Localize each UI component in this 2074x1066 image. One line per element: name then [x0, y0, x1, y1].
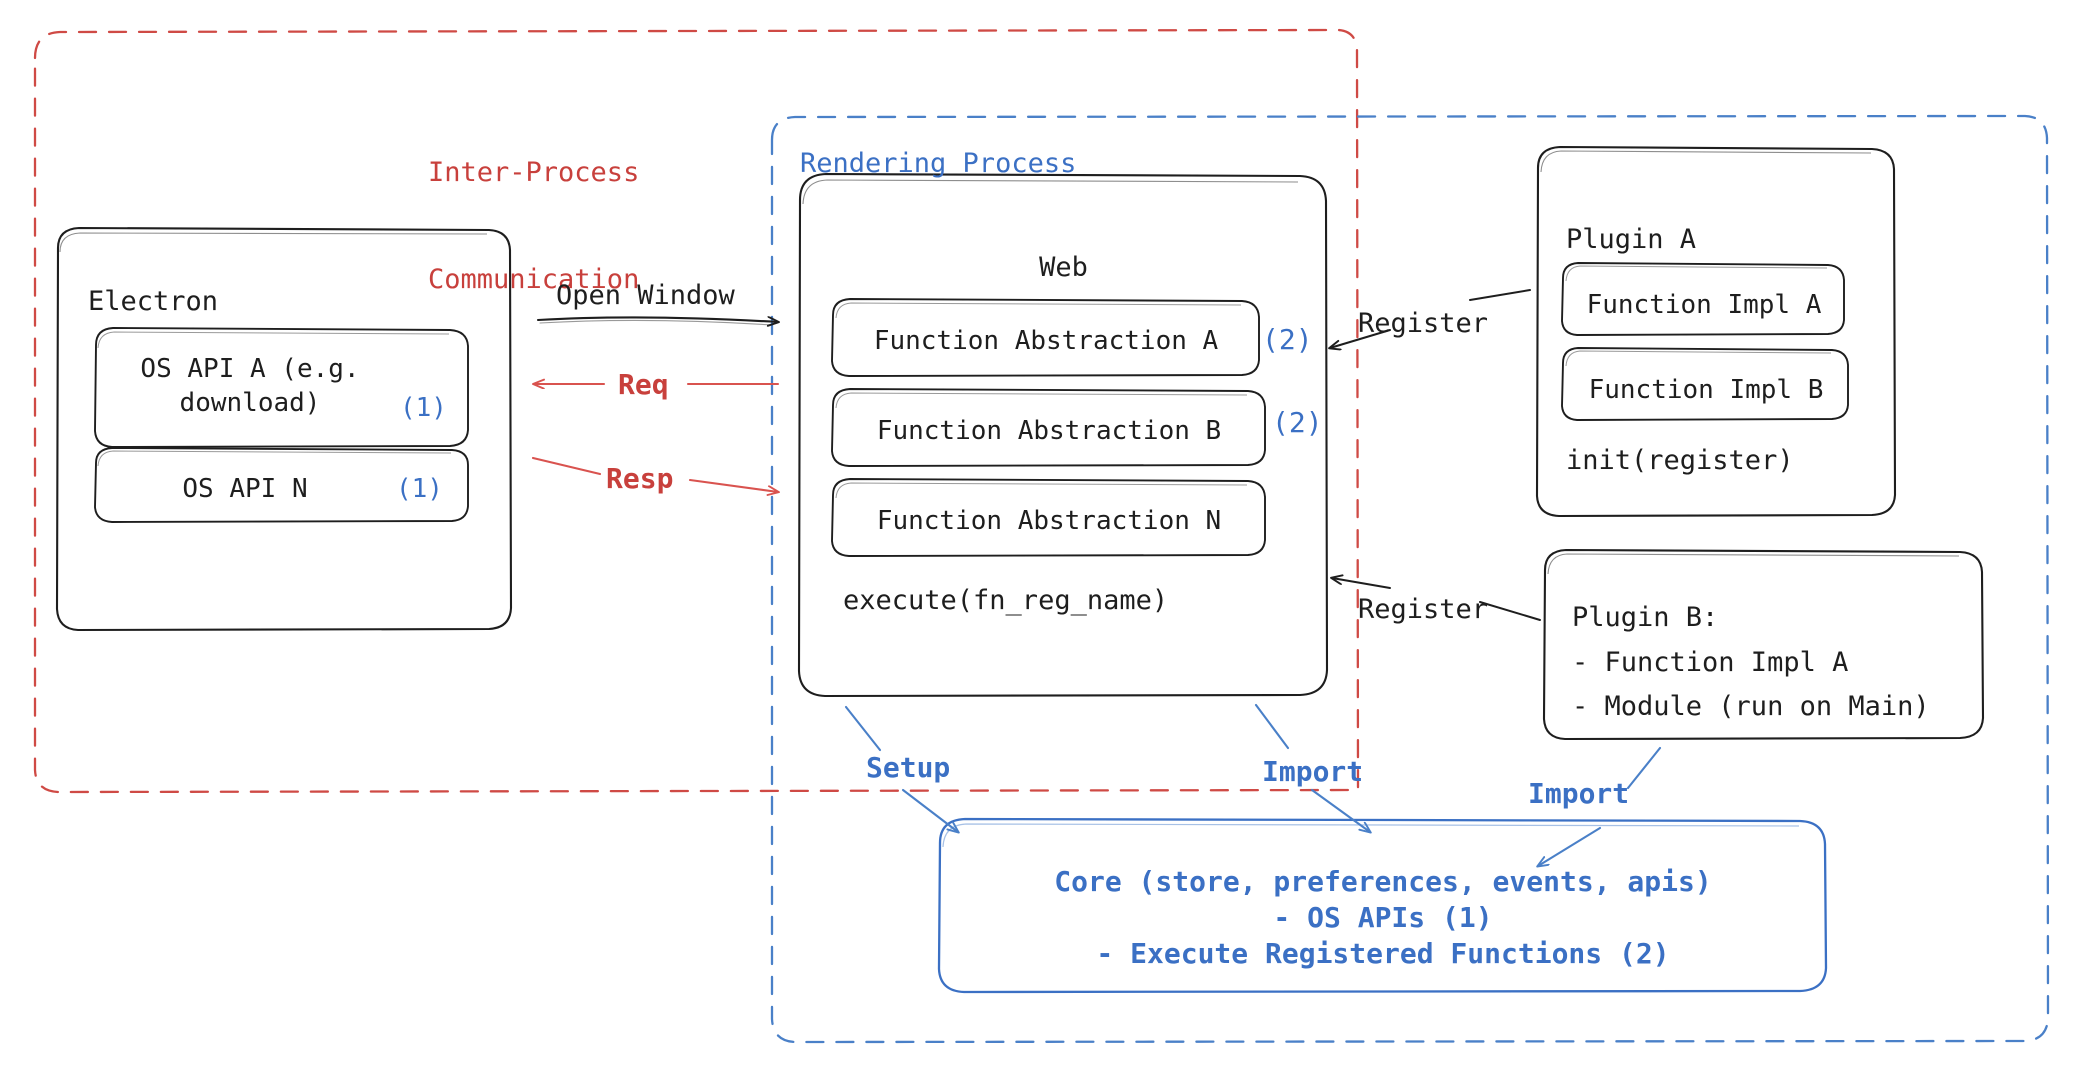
os-api-a-box-outline — [94, 327, 469, 448]
web-box-outline — [797, 172, 1329, 698]
plugin-a-init-footer: init(register) — [1566, 445, 1794, 476]
os-api-n-marker: (1) — [396, 474, 443, 504]
plugin-b-box-outline — [1542, 548, 1985, 741]
plugin-b-line-2: - Module (run on Main) — [1572, 691, 1930, 722]
os-api-n-box-outline — [94, 447, 469, 523]
function-abstraction-b-marker: (2) — [1272, 406, 1323, 439]
import-web-arrow — [1254, 703, 1370, 832]
function-impl-a-box-outline — [1561, 262, 1845, 336]
import-plugin-b-arrow — [1538, 746, 1662, 866]
electron-box-outline — [55, 226, 513, 632]
register-plugin-b-arrow — [1332, 578, 1541, 621]
plugin-b-line-1: - Function Impl A — [1572, 647, 1849, 678]
req-arrow-label: Req — [618, 368, 669, 401]
os-api-a-marker: (1) — [400, 393, 447, 423]
os-api-a-label: OS API A (e.g. download) — [140, 354, 360, 419]
open-window-arrow — [536, 317, 778, 325]
web-title: Web — [1039, 252, 1088, 283]
core-line-3: - Execute Registered Functions (2) — [1096, 937, 1670, 970]
function-abstraction-b-label: Function Abstraction B — [876, 416, 1222, 446]
function-impl-a-label: Function Impl A — [1586, 290, 1822, 320]
function-abstraction-a-box-outline — [831, 298, 1260, 377]
plugin-a-title: Plugin A — [1566, 224, 1697, 255]
function-abstraction-a-marker: (2) — [1262, 323, 1313, 356]
ipc-region-label-line2: Communication — [428, 264, 640, 296]
ipc-region-label-line1: Inter-Process — [428, 157, 640, 189]
function-abstraction-n-label: Function Abstraction N — [876, 506, 1222, 536]
plugin-a-box-outline — [1535, 145, 1897, 518]
ipc-region-label: Inter-Process Communication — [428, 84, 639, 369]
os-api-n-label: OS API N — [182, 474, 308, 504]
setup-arrow-label: Setup — [866, 751, 951, 784]
resp-arrow — [531, 456, 778, 492]
function-impl-b-label: Function Impl B — [1588, 375, 1824, 405]
function-impl-b-box-outline — [1561, 347, 1849, 421]
import-plugin-b-arrow-label: Import — [1528, 777, 1630, 810]
import-web-arrow-label: Import — [1262, 755, 1364, 788]
rendering-process-region-label: Rendering Process — [800, 148, 1077, 179]
register-plugin-a-arrow-label: Register — [1358, 308, 1489, 339]
function-abstraction-b-box-outline — [831, 388, 1266, 467]
web-execute-footer: execute(fn_reg_name) — [843, 585, 1169, 616]
core-line-2: - OS APIs (1) — [1273, 901, 1493, 934]
ipc-region-outline — [33, 28, 1360, 794]
function-abstraction-a-label: Function Abstraction A — [873, 326, 1219, 356]
register-plugin-b-arrow-label: Register — [1358, 594, 1489, 625]
resp-arrow-label: Resp — [606, 462, 674, 495]
setup-arrow — [844, 705, 958, 832]
rendering-process-region-outline — [770, 114, 2050, 1044]
core-line-1: Core (store, preferences, events, apis) — [1054, 865, 1712, 898]
register-plugin-a-arrow — [1330, 289, 1531, 348]
electron-title: Electron — [88, 286, 219, 317]
plugin-b-title: Plugin B: — [1572, 602, 1719, 633]
function-abstraction-n-box-outline — [831, 478, 1266, 557]
open-window-arrow-label: Open Window — [556, 280, 735, 311]
